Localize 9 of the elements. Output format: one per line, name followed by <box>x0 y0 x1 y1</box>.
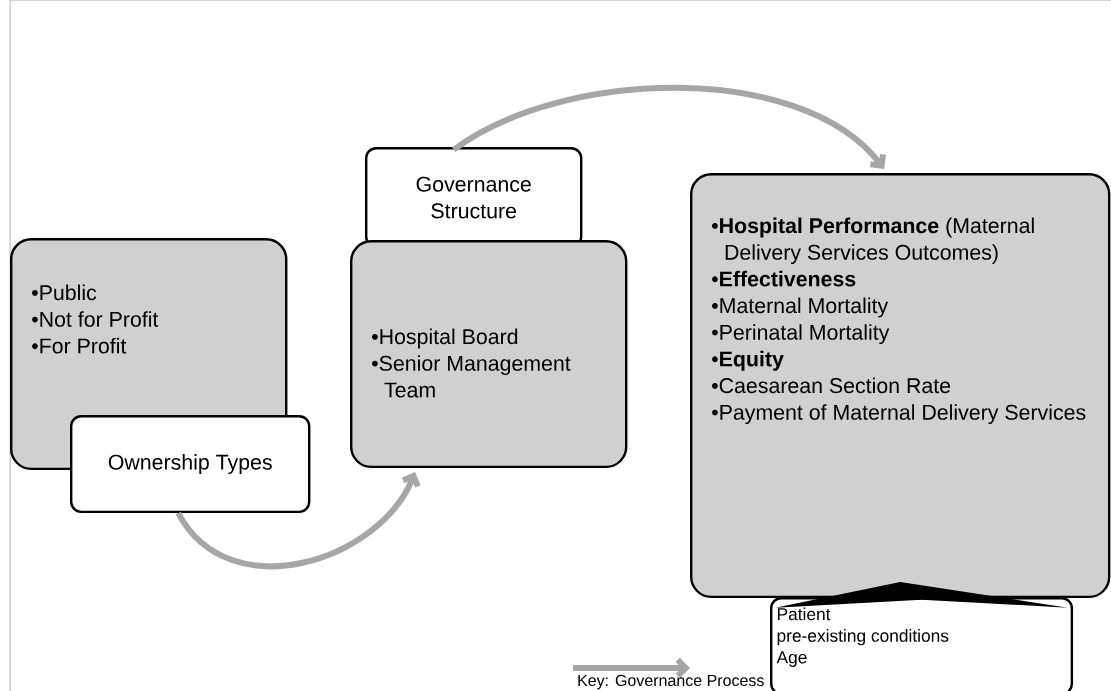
factor-box: Patient pre-existing conditions Age <box>770 597 1074 691</box>
curved-arrow <box>452 84 887 169</box>
outcome-box: •Hospital Performance (Maternal Delivery Services Outcomes) •Effectiveness •Maternal Mortality •Perinatal Mortality •Equity •Caesarean Section Rate •Payment of Maternal Delivery Services <box>690 173 1111 599</box>
curved-arrow <box>175 472 421 569</box>
label-box: Ownership Types <box>70 415 311 514</box>
category-box: •Hospital Board •Senior Management Team <box>350 240 628 469</box>
label-box: Governance Structure <box>365 147 583 249</box>
pointer-triangle <box>775 582 1068 608</box>
legend-text: Key: Governance Process <box>578 674 764 690</box>
